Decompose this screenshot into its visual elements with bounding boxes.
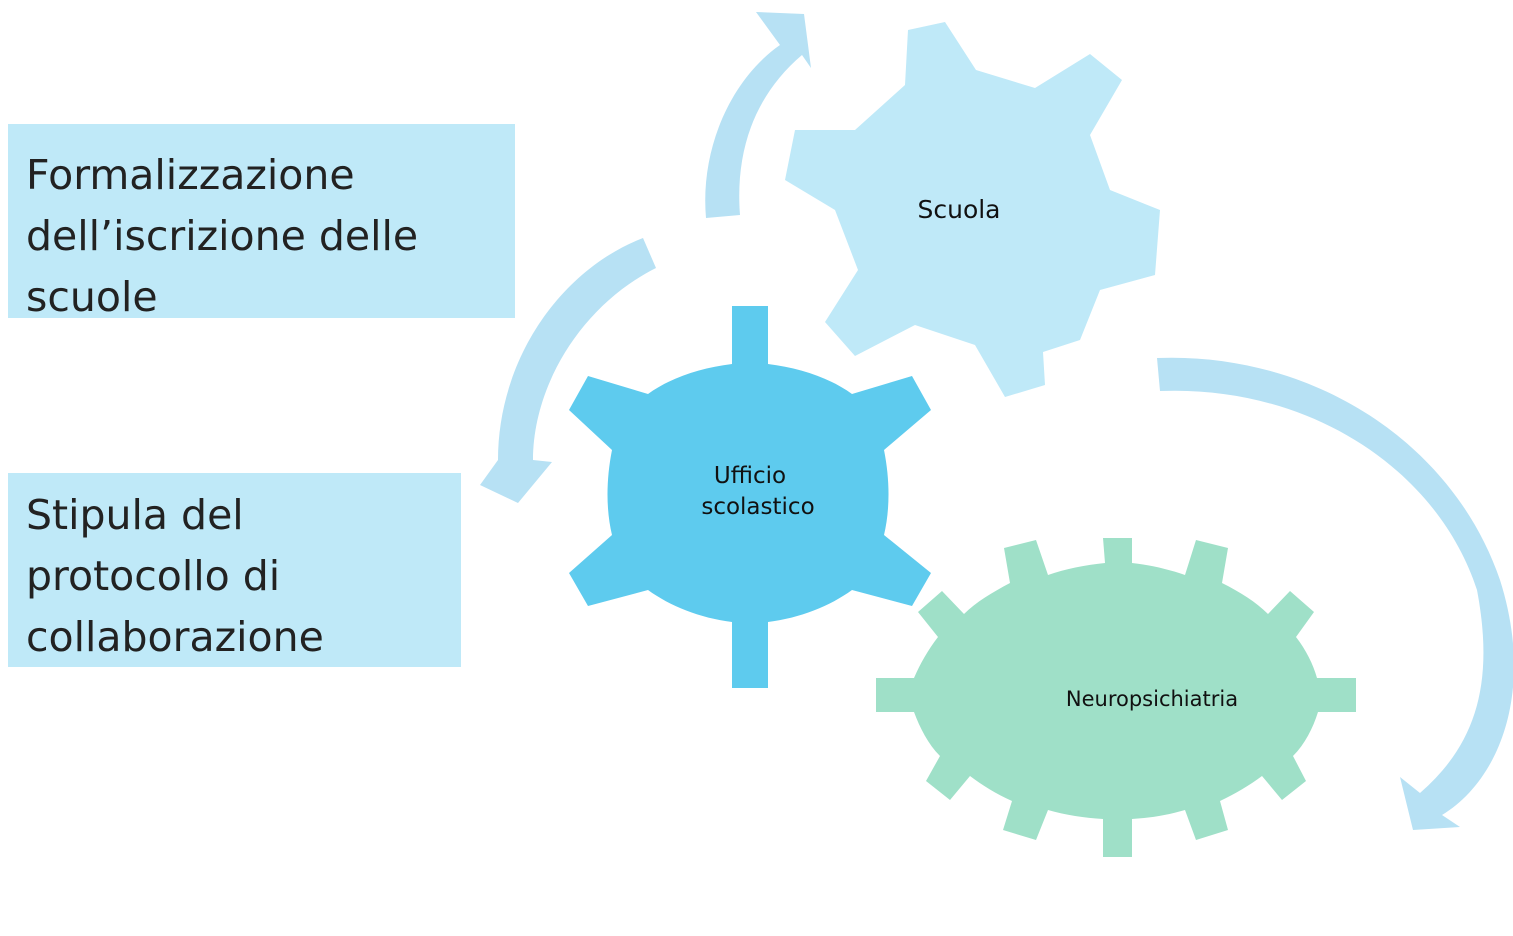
gear-neuro: Neuropsichiatria <box>876 538 1356 857</box>
step-formalizzazione-line-1: Formalizzazione <box>26 151 355 199</box>
gear-neuro-label: Neuropsichiatria <box>1066 687 1238 711</box>
gear-ufficio-label-line-2: scolastico <box>701 494 814 520</box>
gear-scuola-label: Scuola <box>917 195 1000 224</box>
gear-ufficio-label-line-1: Ufficio <box>714 463 786 489</box>
step-stipula-line-2: protocollo di <box>26 552 281 600</box>
gear-scuola-shape <box>785 22 1160 397</box>
step-formalizzazione-box: Formalizzazione dell’iscrizione delle sc… <box>8 124 515 321</box>
step-stipula-line-1: Stipula del <box>26 491 244 539</box>
gear-neuro-shape <box>876 538 1356 857</box>
step-formalizzazione-line-2: dell’iscrizione delle <box>26 212 419 260</box>
gear-scuola: Scuola <box>785 22 1160 397</box>
gear-ufficio-shape <box>569 306 931 688</box>
step-formalizzazione-line-3: scuole <box>26 273 158 321</box>
arrow-up-curved <box>705 12 811 218</box>
arrow-down-curved <box>480 238 656 503</box>
step-stipula-box: Stipula del protocollo di collaborazione <box>8 473 461 667</box>
gear-ufficio: Ufficio scolastico <box>569 306 931 688</box>
step-stipula-line-3: collaborazione <box>26 613 324 661</box>
arrow-right-arc <box>1157 357 1513 830</box>
